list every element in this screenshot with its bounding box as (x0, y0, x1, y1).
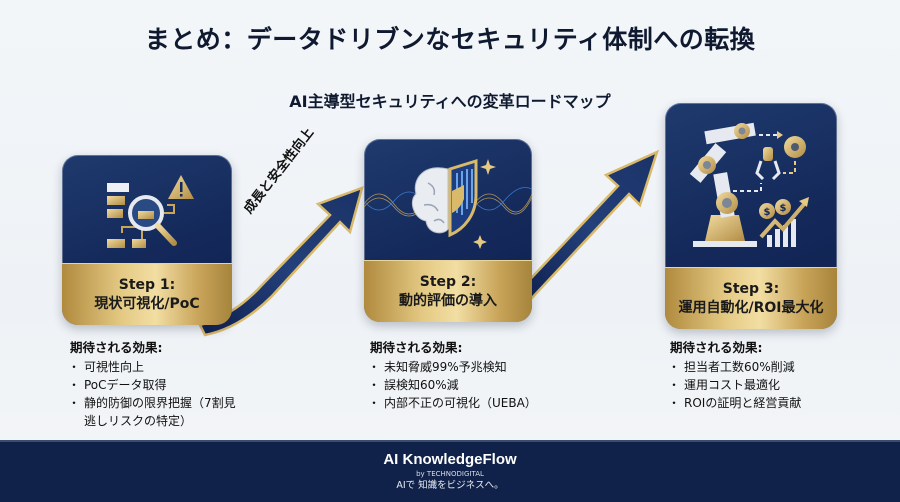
page-title: まとめ：データドリブンなセキュリティ体制への転換 (144, 25, 756, 54)
brand-name: AI KnowledgeFlow (383, 451, 517, 468)
effect-item: 未知脅威99%予兆検知 (368, 358, 570, 376)
effect-item: 可視性向上 (68, 358, 240, 376)
effect-item: 内部不正の可視化（UEBA） (368, 394, 570, 412)
effect-item: PoCデータ取得 (68, 376, 240, 394)
arrow-2-icon (518, 149, 660, 302)
step-name: 運用自動化/ROI最大化 (678, 299, 824, 316)
step-name: 動的評価の導入 (399, 292, 497, 309)
step-number: Step 1: (118, 276, 176, 293)
effect-item: 担当者工数60%削減 (668, 358, 870, 376)
effects-heading: 期待される効果: (370, 340, 463, 355)
step-3-label: Step 3: 運用自動化/ROI最大化 (665, 267, 837, 329)
brand-tagline: AIで 知識をビジネスへ。 (396, 480, 504, 491)
svg-text:$: $ (780, 203, 787, 214)
magnifier-diagram-warning-icon (107, 175, 194, 248)
effect-item: 運用コスト最適化 (668, 376, 870, 394)
effect-item: 誤検知60%減 (368, 376, 570, 394)
step-2-effects: 期待される効果: 未知脅威99%予兆検知 誤検知60%減 内部不正の可視化（UE… (368, 339, 570, 412)
step-name: 現状可視化/PoC (94, 295, 200, 312)
step-2-label: Step 2: 動的評価の導入 (364, 260, 532, 322)
effects-heading: 期待される効果: (70, 340, 163, 355)
effect-item: 静的防御の限界把握（7割見逃しリスクの特定） (68, 394, 240, 430)
step-1-card: Step 1: 現状可視化/PoC (62, 155, 232, 325)
step-1-label: Step 1: 現状可視化/PoC (62, 263, 232, 325)
step-number: Step 2: (419, 273, 477, 290)
brain-shield-icon (364, 158, 532, 249)
svg-text:$: $ (764, 207, 771, 218)
step-3-card: $ $ Step 3: 運用自動化/ROI最大化 (665, 103, 837, 329)
page-subtitle: AI主導型セキュリティへの変革ロードマップ (289, 92, 611, 111)
effects-heading: 期待される効果: (670, 340, 763, 355)
step-2-card: Step 2: 動的評価の導入 (364, 139, 532, 322)
footer: AI KnowledgeFlow by TECHNODIGITAL AIで 知識… (0, 440, 900, 502)
step-number: Step 3: (722, 280, 780, 297)
robot-arm-roi-icon: $ $ (689, 122, 809, 247)
step-1-effects: 期待される効果: 可視性向上 PoCデータ取得 静的防御の限界把握（7割見逃しリ… (68, 339, 240, 430)
brand-byline: by TECHNODIGITAL (416, 470, 484, 478)
effect-item: ROIの証明と経営貢献 (668, 394, 870, 412)
step-3-effects: 期待される効果: 担当者工数60%削減 運用コスト最適化 ROIの証明と経営貢献 (668, 339, 870, 412)
